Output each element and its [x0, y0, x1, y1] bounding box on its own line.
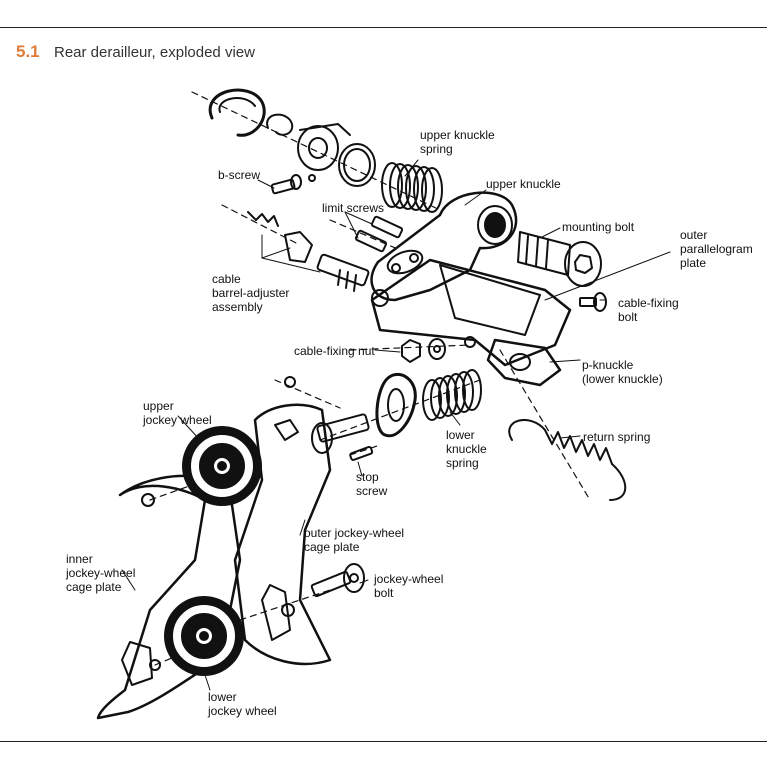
label-jockey-wheel-bolt: jockey-wheel bolt [374, 572, 444, 600]
upper-knuckle-spring [381, 162, 443, 213]
limit-screws-part [354, 215, 404, 253]
cable-barrel-adjuster-part [247, 211, 370, 292]
label-mounting-bolt: mounting bolt [562, 220, 635, 234]
figure-frame [0, 27, 767, 742]
parallelogram-body [370, 258, 572, 367]
label-b-screw: b-screw [218, 168, 261, 182]
label-outer-cage-plate: outer jockey-wheel cage plate [304, 526, 405, 554]
label-p-knuckle: p-knuckle (lower knuckle) [582, 358, 663, 386]
figure-number: 5.1 [16, 42, 40, 61]
jockey-wheel-bolt-part [310, 563, 365, 598]
label-outer-parallelogram-plate: outer parallelogram plate [680, 228, 753, 270]
label-return-spring: return spring [583, 430, 651, 444]
cable-fixing-nut-part [401, 338, 446, 363]
outer-cage-plate-part [233, 403, 332, 666]
label-stop-screw: stop screw [356, 470, 388, 498]
cable-fixing-bolt-part [579, 292, 607, 312]
label-upper-jockey-wheel: upper jockey wheel [143, 399, 212, 427]
label-upper-knuckle: upper knuckle [486, 177, 561, 191]
mounting-bolt-part [517, 231, 602, 287]
lower-knuckle-cap [375, 372, 417, 438]
label-upper-knuckle-spring: upper knuckle spring [420, 128, 495, 156]
return-spring-part [508, 419, 627, 501]
upper-knuckle-body [370, 191, 518, 302]
label-lower-knuckle-spring: lower knuckle spring [446, 428, 487, 470]
pivot-bolt-part [284, 376, 370, 454]
label-lower-jockey-wheel: lower jockey wheel [208, 690, 277, 718]
figure-title: Rear derailleur, exploded view [54, 44, 255, 61]
label-cable-fixing-bolt: cable-fixing bolt [618, 296, 679, 324]
upper-knuckle-washers [208, 88, 376, 187]
stop-screw-part [349, 445, 374, 461]
lower-jockey-wheel-part [164, 596, 244, 676]
label-cable-barrel-adjuster: cable barrel-adjuster assembly [212, 272, 290, 314]
upper-jockey-wheel-part [182, 426, 262, 506]
label-inner-cage-plate: inner jockey-wheel cage plate [66, 552, 136, 594]
p-knuckle-part [486, 338, 562, 387]
label-cable-fixing-nut: cable-fixing nut [294, 344, 375, 358]
inner-cage-plate-part [96, 474, 242, 720]
lower-knuckle-spring-part [422, 369, 482, 421]
label-limit-screws: limit screws [322, 201, 384, 215]
b-screw-part [270, 174, 316, 195]
